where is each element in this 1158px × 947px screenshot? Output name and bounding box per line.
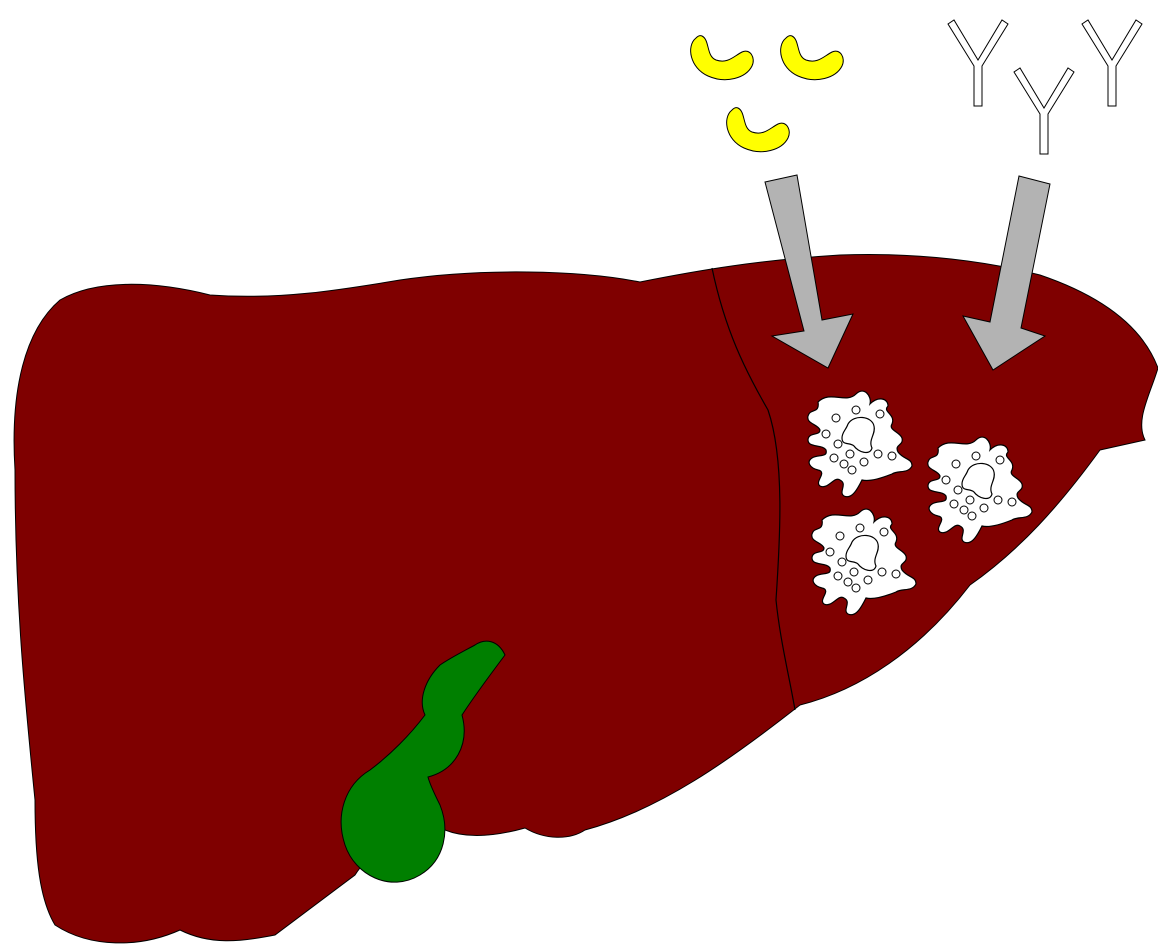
bacterium bbox=[727, 108, 790, 152]
bacterium bbox=[781, 36, 844, 80]
antibody bbox=[1082, 20, 1142, 106]
antibody bbox=[1014, 68, 1074, 154]
antibody bbox=[948, 20, 1008, 106]
bacterium bbox=[691, 36, 754, 80]
